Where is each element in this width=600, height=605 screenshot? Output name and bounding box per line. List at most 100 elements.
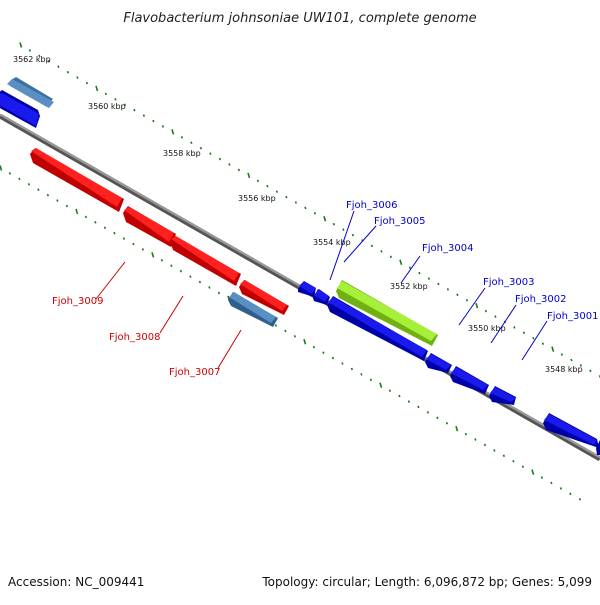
minor-tick [220,158,221,160]
minor-tick [191,142,192,144]
kbp-label: 3560 kbp [88,102,126,111]
minor-tick [10,172,11,174]
minor-tick [200,281,201,283]
minor-tick [428,411,429,413]
minor-tick [115,98,116,100]
minor-tick [372,245,373,247]
minor-tick [105,227,106,229]
minor-tick [48,194,49,196]
genome-summary-text: Topology: circular; Length: 6,096,872 bp… [261,575,592,589]
minor-tick [106,93,107,95]
gene-blocks [0,77,600,455]
minor-tick [524,332,525,334]
minor-tick [295,335,296,337]
minor-tick [86,216,87,218]
minor-tick [153,120,154,122]
major-tick [380,383,382,388]
gene-label-fjoh-3007[interactable]: Fjoh_3007 [169,367,220,378]
minor-tick [513,460,514,462]
minor-tick [353,234,354,236]
minor-tick [171,265,172,267]
minor-tick [219,292,220,294]
minor-tick [277,191,278,193]
minor-tick [551,482,552,484]
minor-tick [467,299,468,301]
minor-tick [162,259,163,261]
minor-tick [315,212,316,214]
minor-tick [57,200,58,202]
major-tick [248,173,250,178]
minor-tick [68,71,69,73]
minor-tick [523,466,524,468]
minor-tick [504,455,505,457]
gene-block[interactable] [171,236,239,281]
minor-tick [342,363,343,365]
minor-tick [371,379,372,381]
minor-tick [29,183,30,185]
minor-tick [276,324,277,326]
minor-tick [267,185,268,187]
minor-tick [399,395,400,397]
minor-tick [334,223,335,225]
minor-tick [361,373,362,375]
minor-tick [475,439,476,441]
minor-tick [285,330,286,332]
minor-tick [210,153,211,155]
minor-tick [533,337,534,339]
minor-tick [38,189,39,191]
minor-tick [571,359,572,361]
minor-tick [58,66,59,68]
major-tick [456,426,458,431]
major-tick [400,260,402,265]
minor-tick [352,368,353,370]
gene-label-fjoh-3003[interactable]: Fjoh_3003 [483,277,534,288]
minor-tick [286,196,287,198]
major-tick [532,470,534,475]
gene-labels: Fjoh_3006 Fjoh_3005 Fjoh_3004 Fjoh_3003 … [52,200,598,378]
minor-tick [447,422,448,424]
minor-tick [95,221,96,223]
minor-tick [143,248,144,250]
minor-tick [323,352,324,354]
minor-tick [144,115,145,117]
minor-tick [258,180,259,182]
major-tick [0,166,2,171]
minor-tick [418,406,419,408]
minor-tick [590,370,591,372]
minor-tick [296,201,297,203]
minor-tick [419,272,420,274]
gene-label-fjoh-3006[interactable]: Fjoh_3006 [346,200,397,211]
minor-tick [486,310,487,312]
major-tick [476,303,478,308]
minor-tick [562,354,563,356]
minor-tick [77,77,78,79]
kbp-label: 3558 kbp [163,149,201,158]
minor-tick [343,229,344,231]
gene-label-fjoh-3001[interactable]: Fjoh_3001 [547,311,598,322]
minor-tick [543,343,544,345]
gene-label-fjoh-3002[interactable]: Fjoh_3002 [515,294,566,305]
major-tick [304,339,306,344]
major-tick [96,86,98,91]
scale-ticks [0,43,600,501]
minor-tick [409,401,410,403]
major-tick [324,216,326,221]
gene-label-fjoh-3004[interactable]: Fjoh_3004 [422,243,473,254]
gene-label-fjoh-3009[interactable]: Fjoh_3009 [52,296,103,307]
minor-tick [190,276,191,278]
minor-tick [495,316,496,318]
minor-tick [333,357,334,359]
minor-tick [19,178,20,180]
minor-tick [30,49,31,51]
minor-tick [570,493,571,495]
gene-label-fjoh-3005[interactable]: Fjoh_3005 [374,216,425,227]
major-tick [76,209,78,214]
major-tick [172,129,174,134]
kbp-label: 3548 kbp [545,365,583,374]
major-tick [152,252,154,257]
minor-tick [181,270,182,272]
gene-label-fjoh-3008[interactable]: Fjoh_3008 [109,332,160,343]
kbp-label: 3554 kbp [313,238,351,247]
